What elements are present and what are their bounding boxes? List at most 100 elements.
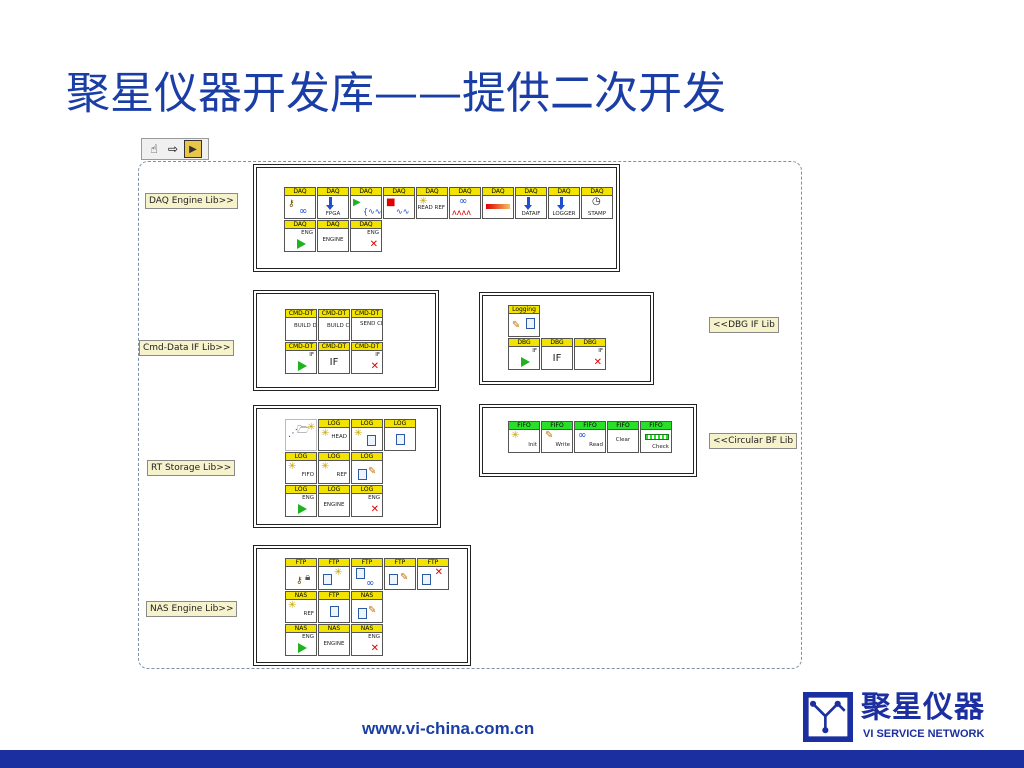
key-icon: ⚷ — [296, 576, 303, 586]
folder-icon: 🗁 — [297, 425, 310, 436]
daq-config-vi[interactable]: DAQ⚷∞ — [284, 187, 316, 219]
daq-read-ref-vi[interactable]: DAQ✳READ REF — [416, 187, 448, 219]
log-write-vi[interactable]: LOG✎ — [351, 452, 383, 484]
waveform-icon: ᴧᴧᴧᴧ — [452, 208, 471, 217]
new-icon: ✳ — [511, 430, 520, 441]
hand-icon[interactable]: ☝ — [150, 142, 158, 156]
document-icon — [367, 435, 376, 446]
ramp-icon — [486, 204, 510, 209]
ftp-read-vi[interactable]: FTP∞ — [351, 558, 383, 590]
daq-stamp-vi[interactable]: DAQ◷STAMP — [581, 187, 613, 219]
block-diagram-toolbar: ☝ ⇨ ▶ — [141, 138, 209, 160]
pencil-icon: ✎ — [400, 572, 409, 583]
fifo-read-vi[interactable]: FIFO∞Read — [574, 421, 606, 453]
daq-wave-vi[interactable]: DAQ▶{∿∿} — [350, 187, 382, 219]
logo-english-text: VI SERVICE NETWORK — [863, 728, 985, 740]
nas-engine-lib-label[interactable]: NAS Engine Lib>> — [146, 601, 238, 617]
new-icon: ✳ — [321, 428, 330, 439]
close-icon: ✕ — [370, 361, 379, 372]
close-icon: ✕ — [369, 239, 378, 250]
lock-icon: 🔒︎ — [305, 572, 311, 583]
play-icon: ▶ — [353, 197, 361, 208]
pencil-icon: ✎ — [368, 466, 377, 477]
log-fifo-vi[interactable]: LOG✳FIFO — [285, 452, 317, 484]
ftp-write-vi[interactable]: FTP✎ — [384, 558, 416, 590]
play-icon — [298, 643, 307, 653]
play-icon — [521, 357, 530, 367]
run-icon[interactable]: ▶ — [184, 140, 202, 158]
logging-vi[interactable]: Logging✎ — [508, 305, 540, 337]
down-arrow-icon — [524, 197, 532, 210]
document-icon — [526, 318, 535, 329]
company-logo: 聚星仪器 VI SERVICE NETWORK — [803, 690, 1017, 746]
nas-write-vi[interactable]: NAS✎ — [351, 591, 383, 623]
log-new-file-vi[interactable]: LOG✳ — [351, 419, 383, 451]
pencil-icon: ✎ — [368, 605, 377, 616]
log-ref-vi[interactable]: LOG✳REF — [318, 452, 350, 484]
buffer-icon — [645, 434, 669, 440]
ftp-file-vi[interactable]: FTP — [318, 591, 350, 623]
close-icon: ✕ — [593, 357, 602, 368]
new-icon: ✳ — [354, 428, 363, 439]
network-icon: ⋰ — [288, 428, 298, 439]
log-file-vi[interactable]: LOG — [384, 419, 416, 451]
logo-mark-icon — [803, 692, 853, 742]
nas-ref-vi[interactable]: NAS✳REF — [285, 591, 317, 623]
glasses-icon: ∞ — [578, 430, 587, 441]
logo-chinese-text: 聚星仪器 — [861, 690, 985, 725]
glasses-icon: ∞ — [299, 206, 308, 217]
pencil-icon: ✎ — [545, 430, 554, 441]
log-head-vi[interactable]: LOG✳HEAD — [318, 419, 350, 451]
close-icon: ✕ — [370, 643, 379, 654]
daq-scale-vi[interactable]: DAQ — [482, 187, 514, 219]
new-icon: ✳ — [419, 196, 428, 207]
ftp-delete-vi[interactable]: FTP✕ — [417, 558, 449, 590]
slide-title: 聚星仪器开发库——提供二次开发 — [66, 68, 726, 119]
arrow-icon[interactable]: ⇨ — [167, 142, 179, 156]
rt-storage-lib-label[interactable]: RT Storage Lib>> — [147, 460, 236, 476]
cmd-data-if-lib-label[interactable]: Cmd-Data IF Lib>> — [139, 340, 235, 356]
fifo-init-vi[interactable]: FIFO✳Init — [508, 421, 540, 453]
ftp-new-file-vi[interactable]: FTP✳ — [318, 558, 350, 590]
key-icon: ⚷ — [288, 199, 295, 209]
fifo-write-vi[interactable]: FIFO✎Write — [541, 421, 573, 453]
new-icon: ✳ — [288, 461, 297, 472]
daq-stop-vi[interactable]: DAQ■∿∿ — [383, 187, 415, 219]
nas-engine-panel: FTP⚷🔒︎ FTP✳ FTP∞ FTP✎ FTP✕ NAS✳REF FTP N… — [253, 545, 471, 666]
footer-url[interactable]: www.vi-china.com.cn — [362, 719, 535, 738]
down-arrow-icon — [326, 197, 334, 210]
log-network-vi[interactable]: ⋰🗁✳ — [285, 419, 317, 451]
clock-icon: ◷ — [592, 196, 601, 207]
daq-probe-vi[interactable]: DAQ∞ᴧᴧᴧᴧ — [449, 187, 481, 219]
dbg-if-lib-label[interactable]: <<DBG IF Lib — [709, 317, 779, 333]
ftp-connect-vi[interactable]: FTP⚷🔒︎ — [285, 558, 317, 590]
document-icon — [358, 608, 367, 619]
daq-engine-lib-label[interactable]: DAQ Engine Lib>> — [145, 193, 238, 209]
circular-bf-lib-label[interactable]: <<Circular BF Lib — [709, 433, 798, 449]
